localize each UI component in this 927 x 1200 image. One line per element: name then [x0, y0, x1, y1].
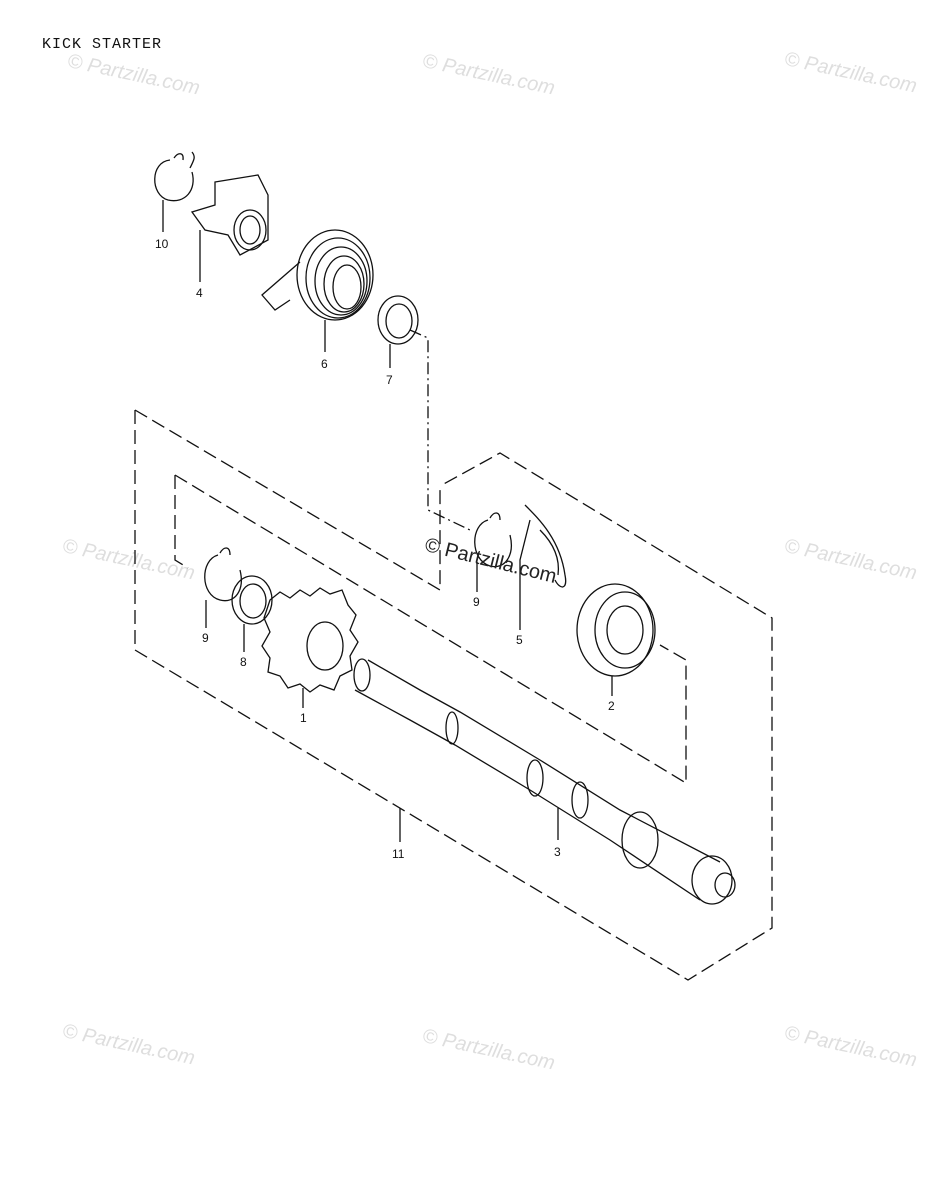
ratchet-guide-4-icon: [190, 174, 269, 256]
kick-shaft-3-icon: [353, 658, 736, 905]
callout-11: 11: [392, 847, 405, 861]
callout-5: 5: [516, 633, 523, 647]
callout-1: 1: [300, 711, 307, 725]
callout-9-top: 9: [473, 595, 480, 609]
circlip-9-bottom-icon: [204, 547, 242, 602]
group-boundary-inner: [174, 475, 189, 569]
callout-7: 7: [386, 373, 393, 387]
circlip-9-top-icon: [474, 512, 512, 568]
diagram-title: KICK STARTER: [42, 36, 163, 53]
alignment-line: [409, 329, 471, 531]
callout-4: 4: [196, 286, 203, 300]
group-boundary-outer: [134, 410, 773, 981]
ratchet-2-icon: [576, 583, 656, 677]
circlip-10-icon: [154, 151, 195, 202]
callout-2: 2: [608, 699, 615, 713]
kick-gear-1-icon: [261, 587, 359, 693]
callout-10: 10: [155, 237, 169, 251]
washer-8-icon: [231, 575, 273, 625]
washer-7-icon: [377, 295, 419, 345]
group-boundary-outer-top: [134, 409, 441, 592]
callout-9-bottom: 9: [202, 631, 209, 645]
callout-8: 8: [240, 655, 247, 669]
group-boundary-inner-2: [174, 474, 687, 785]
spring-clip-5-icon: [519, 504, 567, 600]
callout-3: 3: [554, 845, 561, 859]
callout-6: 6: [321, 357, 328, 371]
kick-spring-6-icon: [261, 229, 374, 321]
